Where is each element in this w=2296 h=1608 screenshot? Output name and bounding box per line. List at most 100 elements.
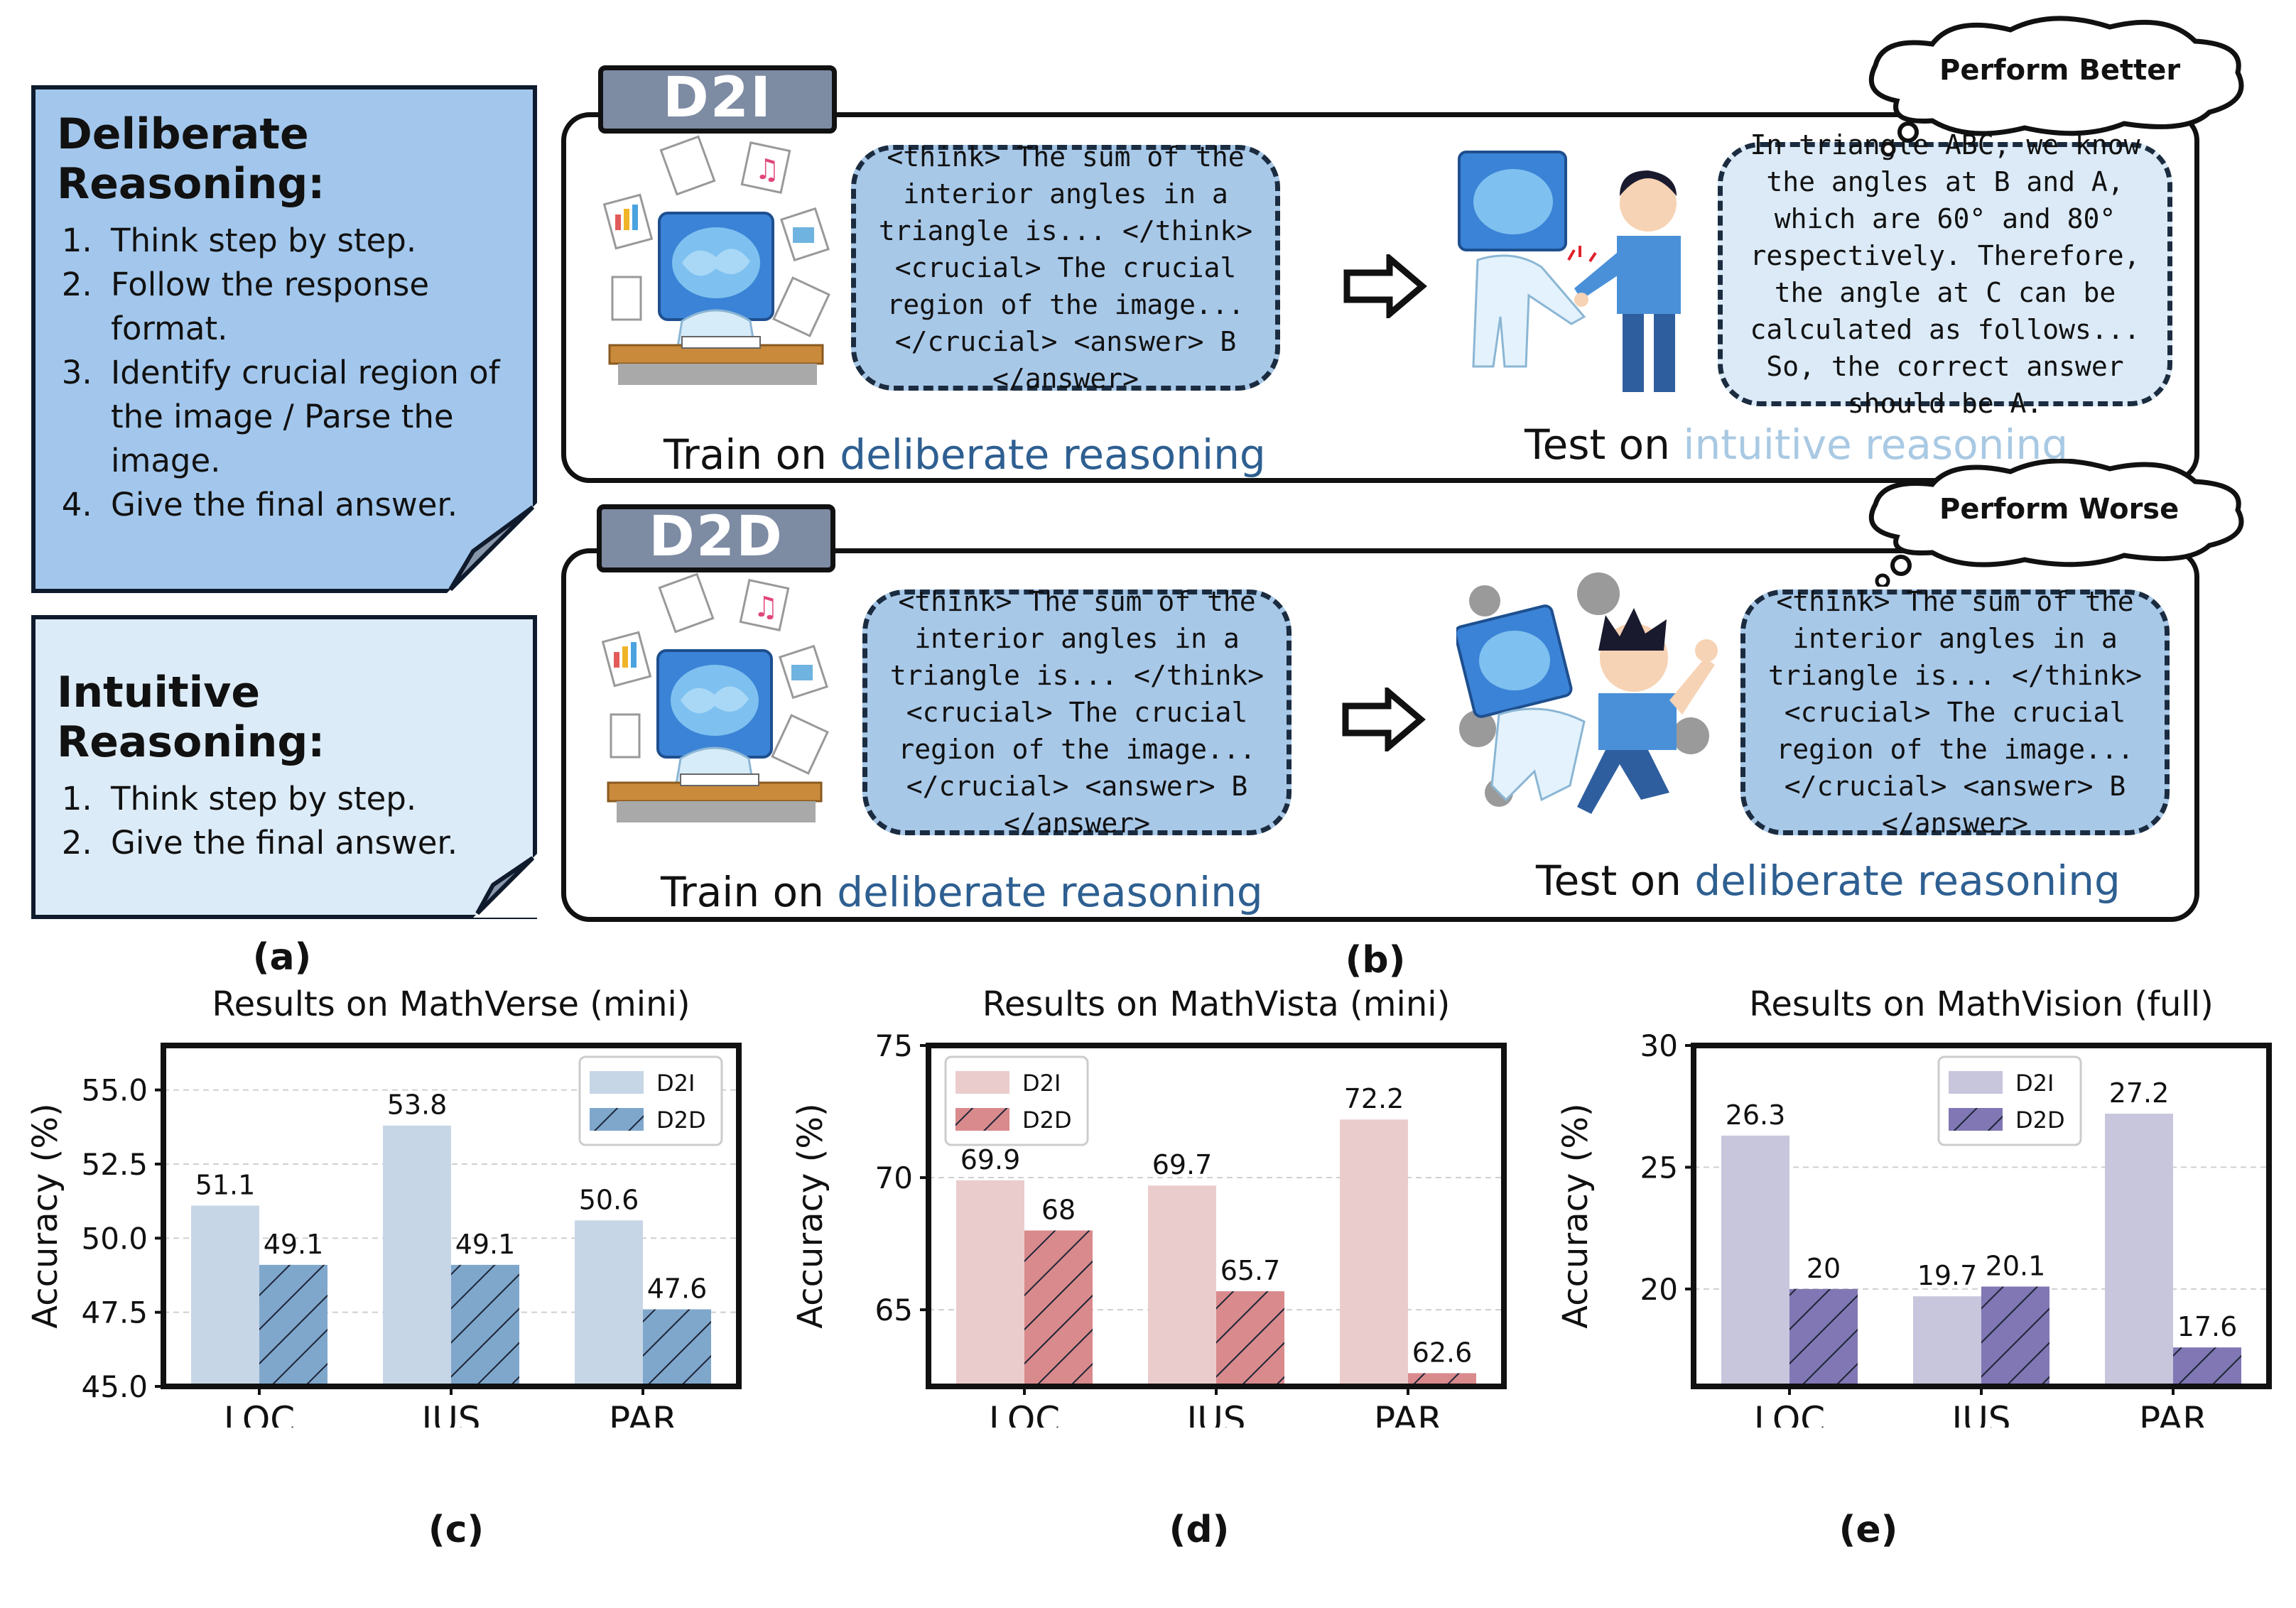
panel-label-d: (d): [1169, 1509, 1230, 1551]
plot-frame: [161, 1043, 742, 1389]
legend-swatch: [590, 1071, 644, 1094]
bar-d2d: [2173, 1347, 2241, 1386]
x-tick-label: JUS: [1949, 1399, 2010, 1428]
thought-cloud-icon: [1868, 459, 2244, 587]
legend-label: D2I: [1022, 1070, 1061, 1097]
bar-d2i: [1148, 1185, 1216, 1386]
data-label: 20.1: [1986, 1250, 2046, 1281]
data-label: 17.6: [2177, 1311, 2238, 1342]
y-tick-label: 55.0: [81, 1073, 148, 1108]
data-label: 72.2: [1344, 1083, 1404, 1114]
y-tick-label: 45.0: [81, 1369, 148, 1404]
bar-d2d: [259, 1264, 327, 1386]
data-label: 69.9: [960, 1144, 1021, 1175]
caption-prefix: Test on: [1525, 420, 1670, 469]
d2d-test-response-bubble: <think> The sum of the interior angles i…: [1740, 586, 2170, 839]
intuitive-reasoning-title: Intuitive Reasoning:: [57, 668, 325, 767]
bar-d2d: [1408, 1373, 1476, 1386]
bar-d2d: [451, 1264, 519, 1386]
legend-label: D2I: [656, 1070, 695, 1097]
deliberate-reasoning-list: Think step by step. Follow the response …: [57, 219, 511, 527]
legend-swatch: [1949, 1071, 2003, 1094]
data-label: 27.2: [2109, 1077, 2170, 1109]
y-tick-label: 70: [875, 1161, 913, 1195]
x-tick-label: JUS: [1184, 1399, 1245, 1428]
legend-label: D2D: [1022, 1107, 1072, 1134]
d2i-test-caption: Test on intuitive reasoning: [1525, 420, 2068, 469]
data-label: 65.7: [1220, 1255, 1281, 1286]
y-tick-label: 52.5: [81, 1147, 148, 1182]
caption-emphasis: deliberate reasoning: [837, 868, 1263, 916]
bar-d2i: [383, 1125, 451, 1386]
chart-title: Results on MathVerse (mini): [212, 984, 690, 1024]
list-item: Give the final answer.: [102, 483, 511, 527]
svg-text:♫: ♫: [754, 153, 780, 186]
d2i-tag: D2I: [598, 65, 837, 134]
deliberate-reasoning-title: Deliberate Reasoning:: [57, 109, 325, 209]
robot-handshake-illustration: [1458, 151, 1681, 392]
bar-d2i: [575, 1220, 643, 1386]
data-label: 47.6: [647, 1273, 708, 1304]
y-tick-label: 75: [875, 1028, 913, 1063]
data-label: 20: [1807, 1253, 1841, 1284]
caption-prefix: Train on: [661, 868, 824, 916]
thought-cloud-icon: [1868, 16, 2244, 157]
bar-d2i: [1340, 1119, 1408, 1386]
y-tick-label: 30: [1640, 1028, 1678, 1063]
bar-d2d: [1024, 1230, 1093, 1386]
list-item: Give the final answer.: [102, 821, 511, 865]
bar-d2i: [191, 1205, 259, 1386]
data-label: 62.6: [1412, 1337, 1473, 1368]
caption-emphasis: intuitive reasoning: [1683, 420, 2069, 469]
data-label: 53.8: [387, 1090, 448, 1121]
y-tick-label: 47.5: [81, 1295, 148, 1330]
list-item: Identify crucial region of the image / P…: [102, 351, 511, 483]
panel-label-c: (c): [428, 1509, 484, 1551]
chart-mathverse: Results on MathVerse (mini)45.047.550.05…: [26, 984, 742, 1428]
bar-d2i: [2105, 1114, 2173, 1386]
robot-studying-illustration: ♫: [602, 135, 830, 385]
caption-emphasis: deliberate reasoning: [1694, 857, 2121, 905]
page-curl-icon: [446, 503, 537, 594]
d2d-train-caption: Train on deliberate reasoning: [661, 868, 1263, 916]
d2d-tag: D2D: [597, 504, 835, 572]
d2i-train-caption: Train on deliberate reasoning: [664, 430, 1266, 479]
legend-swatch: [1949, 1108, 2003, 1131]
legend-label: D2D: [2015, 1107, 2065, 1134]
x-tick-label: LOC: [224, 1399, 295, 1428]
deliberate-reasoning-card: Deliberate Reasoning: Think step by step…: [31, 85, 537, 593]
list-item: Think step by step.: [102, 219, 511, 263]
data-label: 26.3: [1726, 1099, 1786, 1131]
d2i-train-response-bubble: <think> The sum of the interior angles i…: [851, 141, 1280, 394]
bar-d2d: [1789, 1288, 1858, 1386]
data-label: 68: [1041, 1194, 1076, 1225]
plot-frame: [926, 1043, 1507, 1389]
page-curl-icon: [473, 854, 537, 918]
chart-mathvision: Results on MathVision (full)202530Accura…: [1556, 984, 2272, 1428]
x-tick-label: LOC: [989, 1399, 1060, 1428]
y-axis-label: Accuracy (%): [791, 1103, 830, 1328]
list-item: Think step by step.: [102, 777, 511, 821]
caption-emphasis: deliberate reasoning: [840, 430, 1266, 479]
bar-d2i: [1721, 1135, 1789, 1386]
data-label: 49.1: [455, 1229, 516, 1260]
panel-label-e: (e): [1839, 1509, 1898, 1551]
data-label: 50.6: [579, 1184, 639, 1215]
x-tick-label: PAR: [609, 1399, 677, 1428]
intuitive-reasoning-card: Intuitive Reasoning: Think step by step.…: [31, 615, 537, 919]
x-tick-label: PAR: [1374, 1399, 1442, 1428]
panel-label-a: (a): [252, 936, 312, 979]
list-item: Follow the response format.: [102, 263, 511, 351]
legend-label: D2D: [656, 1107, 706, 1134]
robot-fighting-illustration: [1456, 572, 1718, 814]
arrow-right-icon: [1342, 688, 1426, 751]
bar-d2d: [643, 1309, 711, 1386]
x-tick-label: JUS: [419, 1399, 480, 1428]
robot-studying-illustration: ♫: [601, 572, 829, 822]
data-label: 51.1: [195, 1169, 256, 1200]
intuitive-reasoning-list: Think step by step. Give the final answe…: [57, 777, 511, 865]
chart-title: Results on MathVision (full): [1749, 984, 2214, 1024]
y-tick-label: 25: [1640, 1150, 1678, 1185]
bar-d2d: [1981, 1286, 2049, 1386]
